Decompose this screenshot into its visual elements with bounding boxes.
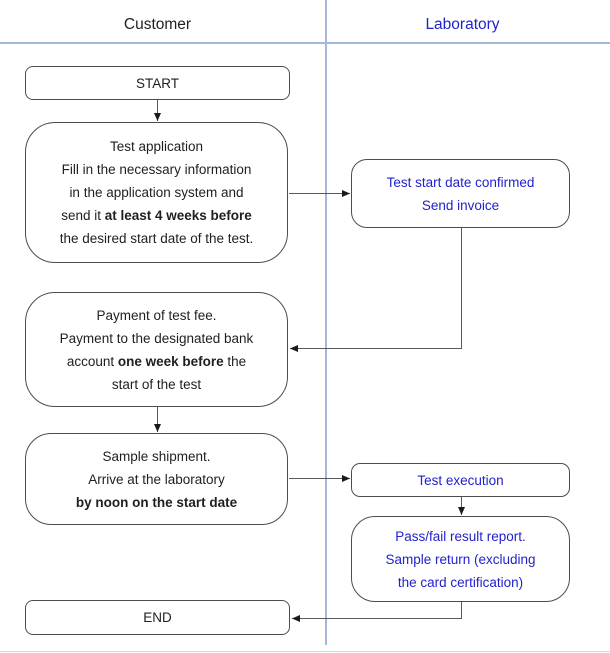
test-application-line: send it at least 4 weeks before xyxy=(61,204,252,227)
payment-deadline-bold: one week before xyxy=(117,353,224,369)
test-application-node: Test application Fill in the necessary i… xyxy=(25,122,288,263)
laboratory-column-header: Laboratory xyxy=(425,16,500,33)
bottom-border-line xyxy=(0,651,610,652)
arrow-confirm-to-payment xyxy=(290,228,462,352)
sample-shipment-node: Sample shipment. Arrive at the laborator… xyxy=(25,433,288,525)
customer-column-header: Customer xyxy=(123,16,192,33)
payment-line-pre: account xyxy=(66,353,118,369)
lane-divider-line xyxy=(325,0,327,645)
end-label: END xyxy=(143,610,172,625)
end-node: END xyxy=(25,600,290,635)
payment-node: Payment of test fee. Payment to the desi… xyxy=(25,292,288,407)
test-application-line: Test application xyxy=(109,139,204,154)
payment-line-post: the xyxy=(223,353,247,369)
send-invoice-line: Send invoice xyxy=(421,197,500,213)
payment-line: Payment to the designated bank xyxy=(59,330,254,346)
header-divider-line xyxy=(0,42,610,44)
payment-line: Payment of test fee. xyxy=(96,307,217,323)
sample-shipment-deadline-bold: by noon on the start date xyxy=(75,494,238,510)
start-label: START xyxy=(135,75,179,91)
result-report-line: Sample return (excluding xyxy=(385,551,536,567)
sample-shipment-line: Arrive at the laboratory xyxy=(88,471,225,487)
test-application-line: Fill in the necessary information xyxy=(61,162,252,177)
payment-line: account one week before the xyxy=(67,350,246,373)
test-application-line: in the application system and xyxy=(69,185,244,200)
test-application-line-pre: send it xyxy=(61,208,105,223)
sample-shipment-line: Sample shipment. xyxy=(102,448,211,464)
result-report-line: Pass/fail result report. xyxy=(395,528,526,544)
test-application-deadline-bold: at least 4 weeks before xyxy=(104,208,252,223)
test-application-line: the desired start date of the test. xyxy=(59,231,254,246)
test-start-confirmed-node: Test start date confirmed Send invoice xyxy=(351,159,570,228)
test-execution-label: Test execution xyxy=(417,472,504,488)
result-report-line: the card certification) xyxy=(397,574,524,590)
test-execution-node: Test execution xyxy=(351,463,570,497)
payment-line: start of the test xyxy=(111,376,202,392)
test-start-confirmed-line: Test start date confirmed xyxy=(386,174,535,190)
result-report-node: Pass/fail result report. Sample return (… xyxy=(351,516,570,602)
arrow-result-to-end xyxy=(292,602,462,622)
start-node: START xyxy=(25,66,290,100)
sample-shipment-line: by noon on the start date xyxy=(76,491,237,514)
